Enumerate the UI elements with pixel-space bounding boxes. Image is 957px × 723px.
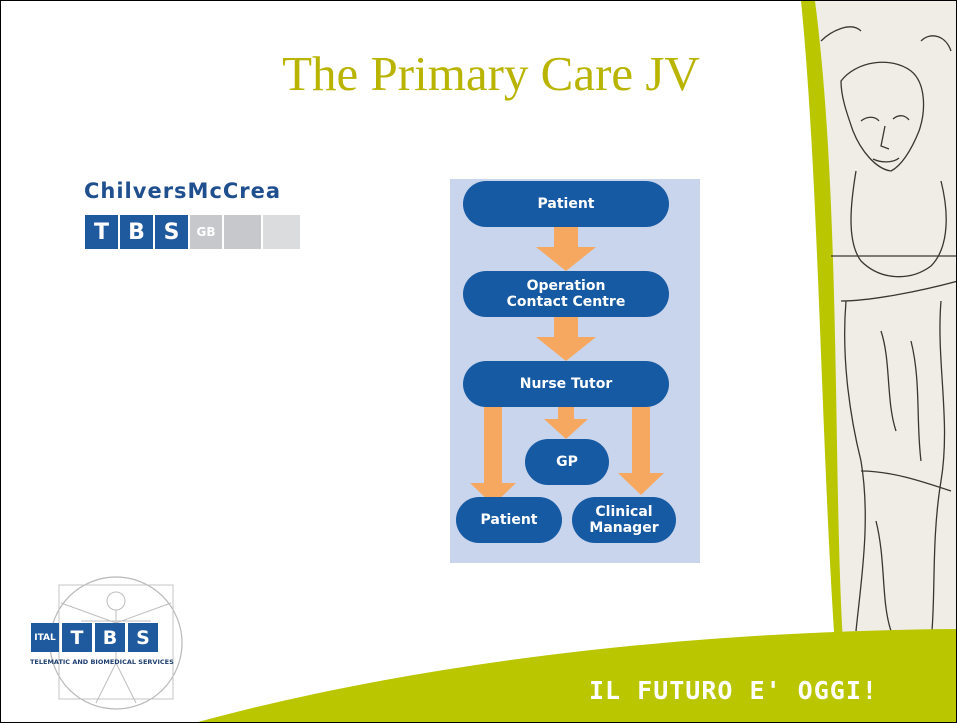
arrow-nurse-tutor-to-patient — [470, 407, 516, 505]
node-operation-contact-centre: Operation Contact Centre — [463, 271, 669, 317]
arrow-nurse-tutor-to-clinical-manager — [618, 407, 664, 495]
node-patient-top: Patient — [463, 181, 669, 227]
logo-letter-t: T — [85, 215, 118, 249]
arrow-contact-centre-to-nurse-tutor — [536, 317, 596, 361]
tbs-gb-logo: T B S GB — [85, 215, 300, 249]
node-nurse-tutor: Nurse Tutor — [463, 361, 669, 407]
logo-light-grey-box — [263, 215, 300, 249]
ital-label-box: ITAL — [31, 623, 59, 652]
ital-letter-s: S — [128, 623, 158, 652]
chilvers-mccrea-logo-text: ChilversMcCrea — [84, 179, 282, 203]
node-gp: GP — [525, 439, 609, 485]
arrow-nurse-tutor-to-gp — [544, 407, 588, 439]
ital-letter-b: B — [95, 623, 125, 652]
care-pathway-flowchart: Patient Operation Contact Centre Nurse T… — [450, 179, 700, 563]
arrow-patient-to-contact-centre — [536, 227, 596, 271]
logo-grey-box — [224, 215, 261, 249]
node-clinical-manager: Clinical Manager — [572, 497, 676, 543]
logo-letter-b: B — [120, 215, 153, 249]
node-patient-bottom: Patient — [456, 497, 562, 543]
ital-tbs-logo: ITAL T B S TELEMATIC AND BIOMEDICAL SERV… — [21, 573, 201, 713]
ital-letter-t: T — [62, 623, 92, 652]
logo-letter-s: S — [155, 215, 188, 249]
slide-title: The Primary Care JV — [282, 46, 700, 101]
slogan-text: IL FUTURO E' OGGI! — [589, 676, 878, 705]
vitruvian-figure-image — [801, 1, 956, 722]
ital-subtitle: TELEMATIC AND BIOMEDICAL SERVICES — [30, 658, 174, 666]
flow-arrows — [470, 227, 664, 505]
logo-gb-box: GB — [190, 215, 222, 249]
bottom-swoosh-decoration — [198, 629, 956, 722]
